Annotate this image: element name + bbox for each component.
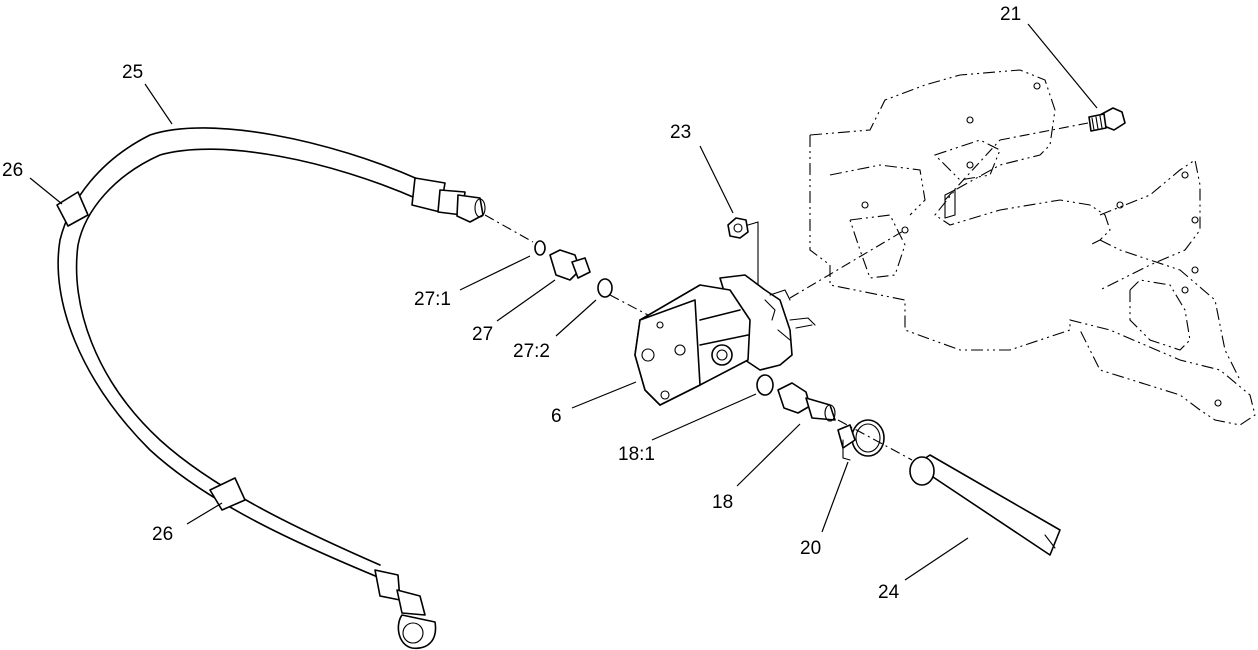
callout-26-upper: 26 (2, 160, 23, 181)
callout-25: 25 (122, 62, 143, 83)
leader-lines (29, 23, 1098, 581)
bolt-21 (1088, 107, 1126, 132)
hose-24 (909, 454, 1061, 556)
nut-23 (727, 217, 759, 311)
callout-6: 6 (551, 406, 562, 427)
callout-27-1: 27:1 (414, 289, 451, 310)
fitting-18 (756, 374, 836, 422)
callout-labels: 21 25 26 26 23 27:1 27 27:2 6 18:1 18 20… (2, 4, 1021, 603)
hydraulic-pump-6 (634, 274, 816, 406)
fitting-27 (534, 240, 613, 298)
hose-assembly-25 (56, 127, 486, 649)
frame-bracket (809, 69, 1256, 426)
callout-18: 18 (712, 492, 733, 513)
callout-18-1: 18:1 (618, 444, 655, 465)
center-lines (484, 122, 1089, 461)
callout-27-2: 27:2 (513, 341, 550, 362)
hose-clamp-20 (837, 419, 885, 461)
callout-21: 21 (1000, 4, 1021, 25)
callout-27: 27 (472, 324, 493, 345)
callout-24: 24 (878, 582, 900, 603)
callout-20: 20 (800, 538, 821, 559)
clamp-26-lower (209, 477, 246, 511)
clamp-26-upper (56, 191, 89, 227)
callout-26-lower: 26 (152, 524, 173, 545)
callout-23: 23 (670, 122, 691, 143)
